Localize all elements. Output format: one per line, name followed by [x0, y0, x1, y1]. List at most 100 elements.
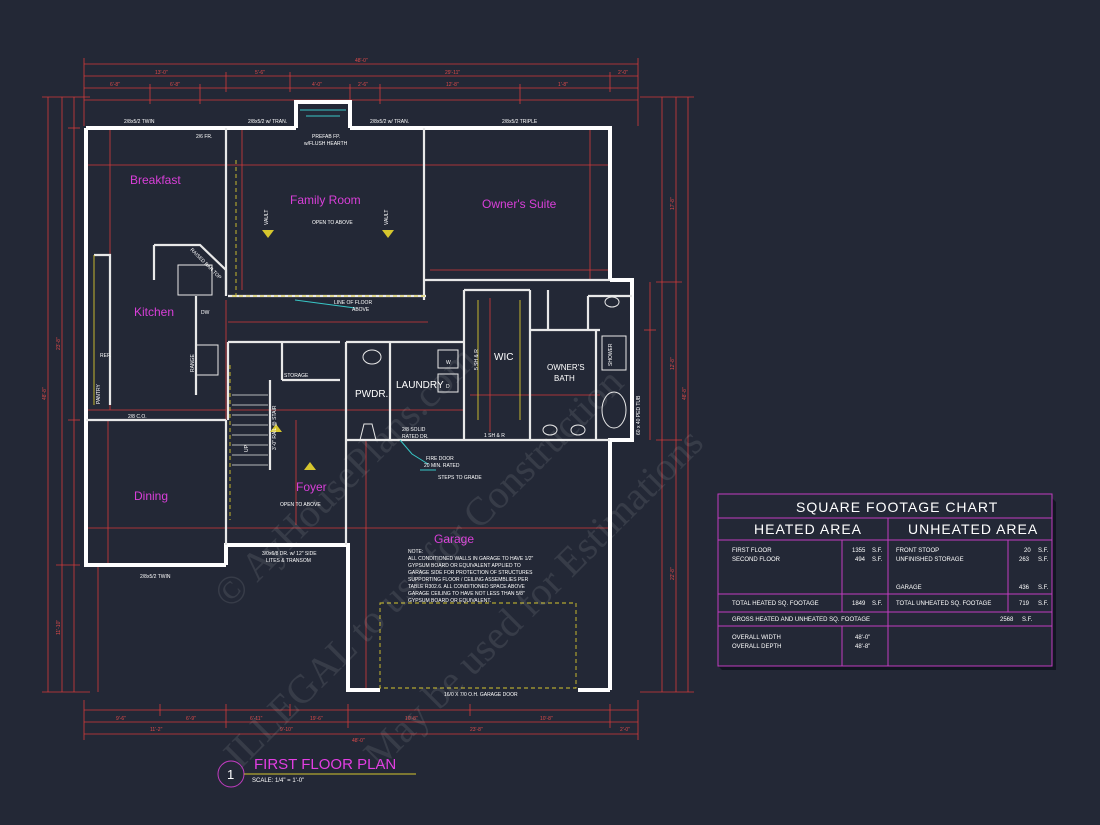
- dim-bottom-7: 9'-10": [280, 727, 293, 733]
- dim-top-2: 5'-6": [255, 70, 265, 76]
- room-laundry-label: LAUNDRY: [396, 380, 444, 391]
- note-window-family: 2/8x5/2 w/ TRAN.: [248, 119, 287, 125]
- note-dishwasher: DW: [201, 310, 210, 316]
- note-line-floor-1: LINE OF FLOOR: [334, 300, 372, 306]
- vault-arrow-icon: [382, 230, 394, 238]
- room-kitchen-label: Kitchen: [134, 305, 174, 319]
- dim-top-6: 6'-8": [170, 82, 180, 88]
- unheated-row-value: 263: [1019, 557, 1030, 563]
- overall-depth-value: 48'-8": [855, 644, 870, 650]
- note-window-breakfast: 2/8x5/2 TWIN: [124, 119, 155, 125]
- chart-title: SQUARE FOOTAGE CHART: [796, 499, 998, 515]
- note-steps: STEPS TO GRADE: [438, 475, 482, 481]
- garage-note-line: ALL CONDITIONED WALLS IN GARAGE TO HAVE …: [408, 556, 534, 562]
- heated-row-label: SECOND FLOOR: [732, 557, 781, 563]
- overall-depth-label: OVERALL DEPTH: [732, 644, 781, 650]
- dim-overall-top: 48'-0": [355, 58, 368, 64]
- note-garage-door: 16/0 X 7/0 O.H. GARAGE DOOR: [444, 692, 518, 698]
- dimension-lines: [42, 58, 694, 740]
- garage-note-line: GARAGE SIDE FOR PROTECTION OF STRUCTURES: [408, 570, 533, 576]
- note-window-dining: 2/8x5/2 TWIN: [140, 574, 171, 580]
- heated-row-label: FIRST FLOOR: [732, 548, 772, 554]
- garage-note-line: TABLE R302.6. ALL CONDITIONED SPACE ABOV…: [408, 584, 526, 590]
- dim-bottom-4: 19'-6": [310, 716, 323, 722]
- dim-bottom-6: 11'-2": [150, 727, 163, 733]
- unheated-row-unit: S.F.: [1038, 557, 1049, 563]
- dim-bottom-5b: 10'-8": [540, 716, 553, 722]
- room-powder-label: PWDR.: [355, 389, 388, 400]
- note-open-above-1: OPEN TO ABOVE: [312, 220, 353, 226]
- room-labels: Breakfast Family Room Owner's Suite Kitc…: [130, 173, 585, 546]
- garage-note-line: GYPSUM BOARD OR EQUIVALENT APPLIED TO: [408, 563, 521, 569]
- overall-width-value: 48'-0": [855, 635, 870, 641]
- dim-left-2: 11'-10": [56, 620, 62, 635]
- unheated-row-label: FRONT STOOP: [896, 548, 939, 554]
- note-closet-door: 2/8 C.O.: [128, 414, 147, 420]
- note-rated-door-1: 2/8 SOLID: [402, 427, 426, 433]
- up-arrow-icon: [304, 462, 316, 470]
- total-unheated-value: 719: [1019, 601, 1030, 607]
- room-family-label: Family Room: [290, 193, 361, 207]
- total-heated-label: TOTAL HEATED SQ. FOOTAGE: [732, 601, 819, 607]
- note-stair-rail: 3'-0" RAIL @ STAIR: [272, 405, 278, 450]
- note-raised-bar: RAISED BAR TOP: [189, 247, 223, 281]
- room-dining-label: Dining: [134, 489, 168, 503]
- heated-area-header: HEATED AREA: [754, 521, 862, 537]
- note-front-door-1: 3/0x6/8 DR. w/ 12" SIDE: [262, 551, 317, 557]
- interior-walls: [86, 128, 632, 689]
- dimension-labels: 48'-0" 13'-0" 5'-6" 29'-11" 2'-0" 6'-8" …: [42, 58, 688, 744]
- garage-note-line: GYPSUM BOARD OR EQUIVALENT.: [408, 598, 491, 604]
- up-arrow-icon: [270, 424, 282, 432]
- dim-top-10: 1'-8": [558, 82, 568, 88]
- note-french-door: 2/6 FR.: [196, 134, 212, 140]
- room-owners-bath-label-2: BATH: [554, 374, 575, 383]
- square-footage-chart: SQUARE FOOTAGE CHART HEATED AREA UNHEATE…: [717, 493, 1056, 670]
- unheated-row-value: 436: [1019, 585, 1030, 591]
- dim-right-1: 17'-8": [670, 197, 676, 210]
- note-stair-up: UP: [244, 444, 250, 452]
- dim-bottom-9: 2'-0": [620, 727, 630, 733]
- note-open-above-2: OPEN TO ABOVE: [280, 502, 321, 508]
- total-heated-value: 1849: [852, 601, 866, 607]
- room-wic-label: WIC: [494, 352, 513, 363]
- note-front-door-2: LITES & TRANSOM: [266, 558, 311, 564]
- drawing-title: FIRST FLOOR PLAN: [254, 756, 396, 773]
- note-refrigerator: REF.: [100, 353, 111, 359]
- heated-row-unit: S.F.: [872, 557, 883, 563]
- room-garage-label: Garage: [434, 532, 474, 546]
- heated-row-value: 494: [855, 557, 866, 563]
- unheated-row-unit: S.F.: [1038, 585, 1049, 591]
- note-range: RANGE: [190, 354, 196, 372]
- dim-top-1: 13'-0": [155, 70, 168, 76]
- dim-overall-right: 48'-8": [682, 387, 688, 400]
- gross-value: 2568: [1000, 617, 1014, 623]
- dim-bottom-1: 9'-6": [116, 716, 126, 722]
- dim-top-4: 2'-0": [618, 70, 628, 76]
- heated-row-unit: S.F.: [872, 548, 883, 554]
- garage-note-line: NOTE:: [408, 549, 423, 555]
- drawing-scale: SCALE: 1/4" = 1'-0": [252, 778, 304, 784]
- drawing-number: 1: [227, 767, 234, 782]
- dim-top-3: 29'-11": [445, 70, 460, 76]
- vault-arrow-icons: [262, 230, 394, 470]
- total-unheated-unit: S.F.: [1038, 601, 1049, 607]
- dim-bottom-8: 23'-8": [470, 727, 483, 733]
- dim-right-3: 22'-8": [670, 567, 676, 580]
- room-foyer-label: Foyer: [296, 480, 327, 494]
- note-washer: W: [446, 360, 451, 366]
- exterior-walls: [84, 100, 634, 692]
- note-shelf-rod-2: 5 SH & R: [474, 349, 480, 370]
- dim-overall-left: 48'-8": [42, 387, 48, 400]
- dim-top-8: 2'-6": [358, 82, 368, 88]
- note-line-floor-2: ABOVE: [352, 307, 370, 313]
- garage-note-line: GARAGE CEILING TO HAVE NOT LESS THAN 5/8…: [408, 591, 525, 597]
- garage-note: NOTE: ALL CONDITIONED WALLS IN GARAGE TO…: [408, 549, 534, 604]
- note-window-owner: 2/8x5/2 TRIPLE: [502, 119, 538, 125]
- heated-row-value: 1355: [852, 548, 866, 554]
- vault-arrow-icon: [262, 230, 274, 238]
- room-owners-bath-label-1: OWNER'S: [547, 363, 585, 372]
- note-prefab-2: w/FLUSH HEARTH: [304, 141, 348, 147]
- dim-top-5: 6'-8": [110, 82, 120, 88]
- note-pantry: PANTRY: [96, 384, 102, 404]
- note-shelf-rod: 1 SH & R: [484, 433, 505, 439]
